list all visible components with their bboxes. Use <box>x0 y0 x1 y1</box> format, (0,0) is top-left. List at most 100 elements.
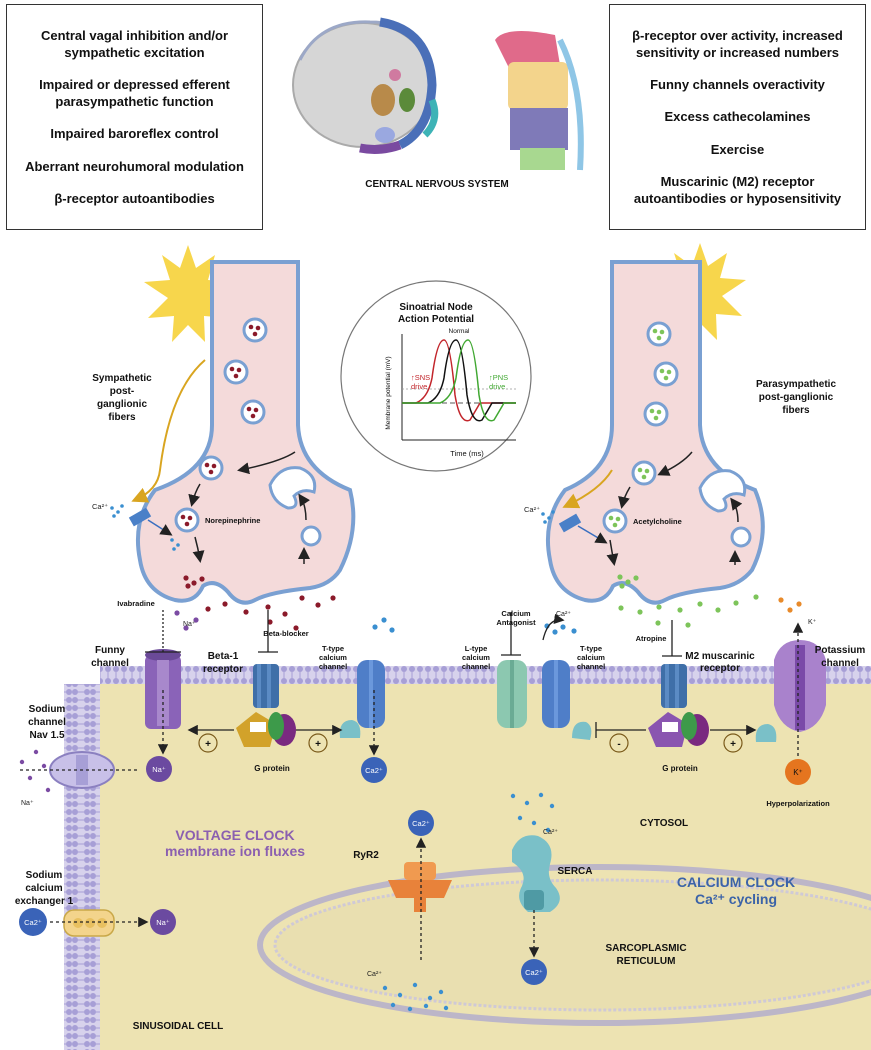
ap-ylabel: Membrane potential (mV) <box>385 356 392 429</box>
minus-circle <box>609 733 629 753</box>
ttype-right-label-1: T-type <box>580 644 602 653</box>
ttype-left-label-1: T-type <box>322 644 344 653</box>
parasympathetic-fiber-label-2: post-ganglionic <box>759 392 834 403</box>
ap-normal-label: Normal <box>449 328 471 335</box>
ca-ion-label-ryr2: Ca2⁺ <box>412 819 430 828</box>
beta1-receptor <box>236 664 296 747</box>
left-factor-3: Impaired baroreflex control <box>50 126 219 142</box>
ttype-right-label-2: calcium <box>577 653 605 662</box>
plus-sign-2: + <box>315 739 321 750</box>
ttype-left-label-2: calcium <box>319 653 347 662</box>
plus-sign-3: + <box>730 739 736 750</box>
ryr2-channel <box>388 862 452 912</box>
ap-pns-label-2: drive <box>489 382 505 391</box>
ltype-label-1: L-type <box>465 644 488 653</box>
serca-label: SERCA <box>557 866 592 877</box>
voltage-clock-title: VOLTAGE CLOCK <box>175 827 294 843</box>
sodium-channel-label-1: Sodium <box>29 704 66 715</box>
ttype-right-label-3: channel <box>577 662 605 671</box>
plus-circle-2 <box>308 733 328 753</box>
sinusoidal-cell-label: SINUSOIDAL CELL <box>133 1021 223 1032</box>
na-ion-label: Na⁺ <box>152 765 166 774</box>
sympathetic-ca-label: Ca²⁺ <box>92 502 108 511</box>
potassium-label-1: Potassium <box>815 645 866 656</box>
parasympathetic-terminal <box>541 243 765 605</box>
ca-ion-circle-serca <box>521 959 547 985</box>
right-factor-4: Exercise <box>710 141 765 157</box>
right-factor-1: β-receptor over activity, increased sens… <box>632 27 843 60</box>
left-factor-2: Impaired or depressed efferent parasympa… <box>39 77 230 110</box>
parasympathetic-ca-label: Ca²⁺ <box>524 505 540 514</box>
ltype-label-2: calcium <box>462 653 490 662</box>
ca-small-label-sr: Ca²⁺ <box>367 971 382 978</box>
pathway-arrows <box>20 610 804 960</box>
ttype-channel-left <box>339 660 385 738</box>
na-ion-label-ncx: Na⁺ <box>156 918 170 927</box>
m2-label-1: M2 muscarinic <box>685 651 755 662</box>
g-protein-left-label: G protein <box>254 764 290 773</box>
na-ion-circle <box>146 756 172 782</box>
cytosol-label: CYTOSOL <box>640 818 688 829</box>
acetylcholine-label: Acetylcholine <box>633 517 682 526</box>
beta1-label-2: receptor <box>203 664 243 675</box>
ca-top-label: Ca²⁺ <box>556 611 571 618</box>
serca-pump <box>512 835 560 912</box>
ryr2-label: RyR2 <box>353 850 379 861</box>
right-factor-box: β-receptor over activity, increased sens… <box>609 4 866 230</box>
ca-ion-label-left: Ca2⁺ <box>365 766 383 775</box>
na-small-label: Na⁺ <box>21 800 34 807</box>
brainstem-illustration <box>495 31 584 171</box>
ca-small-label-serca: Ca²⁺ <box>543 829 558 836</box>
hyperpolarization-label: Hyperpolarization <box>766 799 830 808</box>
minus-sign: - <box>617 739 620 750</box>
left-factor-5: β-receptor autoantibodies <box>54 191 215 207</box>
ivabradine-label: Ivabradine <box>117 599 155 608</box>
sympathetic-glow <box>144 245 234 342</box>
left-factor-box: Central vagal inhibition and/or sympathe… <box>6 4 263 230</box>
right-factor-5: Muscarinic (M2) receptor autoantibodies … <box>633 174 842 207</box>
right-factor-2: Funny channels overactivity <box>650 77 825 93</box>
ap-title-2: Action Potential <box>398 314 474 325</box>
m2-receptor <box>648 664 709 747</box>
k-top-label: K⁺ <box>808 619 817 626</box>
potassium-channel <box>755 640 826 742</box>
calcium-clock-subtitle: Ca²⁺ cycling <box>695 891 777 907</box>
potassium-label-2: channel <box>821 658 859 669</box>
ltype-label-3: channel <box>462 662 490 671</box>
brain-illustration <box>292 17 439 154</box>
right-factor-3: Excess cathecolamines <box>664 109 811 125</box>
beta1-label-1: Beta-1 <box>208 651 239 662</box>
atropine-label: Atropine <box>636 634 667 643</box>
ap-sns-label-1: ↑SNS <box>411 373 430 382</box>
calcium-clock-title: CALCIUM CLOCK <box>677 874 795 890</box>
ttype-left-label-3: channel <box>319 662 347 671</box>
sodium-channel-label-3: Nav 1.5 <box>29 730 64 741</box>
cytosol-ions <box>19 749 555 1012</box>
left-factor-1: Central vagal inhibition and/or sympathe… <box>40 27 229 60</box>
ca-ion-circle-ncx <box>19 908 47 936</box>
funny-channel-label-2: channel <box>91 658 129 669</box>
sympathetic-vesicles <box>174 317 322 547</box>
ap-pns-label-1: ↑PNS <box>489 373 508 382</box>
parasympathetic-fiber-label-3: fibers <box>782 405 810 416</box>
ca-ion-circle-ryr2 <box>408 810 434 836</box>
cns-label: CENTRAL NERVOUS SYSTEM <box>365 179 509 190</box>
ncx1-exchanger <box>63 909 115 937</box>
g-protein-right-label: G protein <box>662 764 698 773</box>
beta-blocker-label: Beta-blocker <box>263 629 309 638</box>
norepinephrine-label: Norepinephrine <box>205 516 260 525</box>
ltype-channel <box>497 660 527 728</box>
k-ion-label: K⁺ <box>793 768 803 777</box>
sodium-channel-label-2: channel <box>28 717 66 728</box>
sr-label-1: SARCOPLASMIC <box>605 943 686 954</box>
voltage-clock-subtitle: membrane ion fluxes <box>165 843 305 859</box>
ap-sns-label-2: drive <box>411 382 427 391</box>
k-ion-circle <box>785 759 811 785</box>
calcium-antagonist-label-2: Antagonist <box>496 618 536 627</box>
ncx-label-3: exchanger 1 <box>15 896 74 907</box>
ca-ion-circle-left <box>361 757 387 783</box>
funny-channel-label-1: Funny <box>95 645 125 656</box>
parasympathetic-vesicles <box>602 321 752 548</box>
ttype-channel-right <box>542 660 592 740</box>
